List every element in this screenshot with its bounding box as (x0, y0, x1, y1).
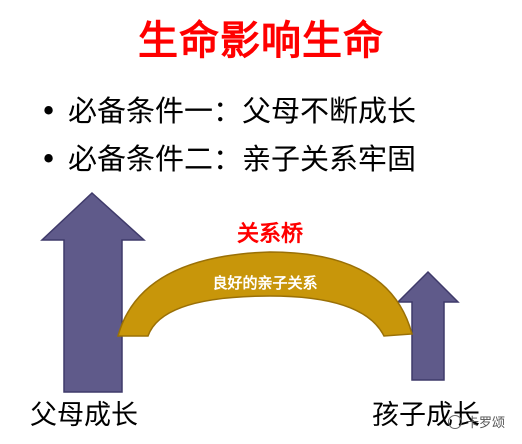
parent-growth-label: 父母成长 (30, 400, 138, 431)
bullet-condition-two: • 必备条件二：亲子关系牢固 (40, 136, 416, 178)
bullet-marker: • (40, 142, 58, 176)
child-growth-label: 孩子成长 (372, 400, 480, 431)
bullet-condition-one: • 必备条件一：父母不断成长 (40, 88, 416, 130)
bullet-text: 必备条件二：亲子关系牢固 (68, 142, 417, 176)
bridge-title: 关系桥 (236, 222, 303, 247)
bullet-marker: • (40, 94, 58, 128)
wechat-icon (448, 414, 462, 429)
bridge-label: 良好的亲子关系 (212, 274, 318, 292)
page-title: 生命影响生命 (138, 18, 384, 64)
watermark-text: 卡罗颂 (466, 416, 506, 431)
bullet-text: 必备条件一：父母不断成长 (68, 94, 417, 128)
child-growth-arrow (396, 270, 460, 381)
watermark: 卡罗颂 (448, 412, 505, 431)
parent-growth-arrow (40, 191, 146, 393)
relationship-bridge (117, 251, 413, 337)
